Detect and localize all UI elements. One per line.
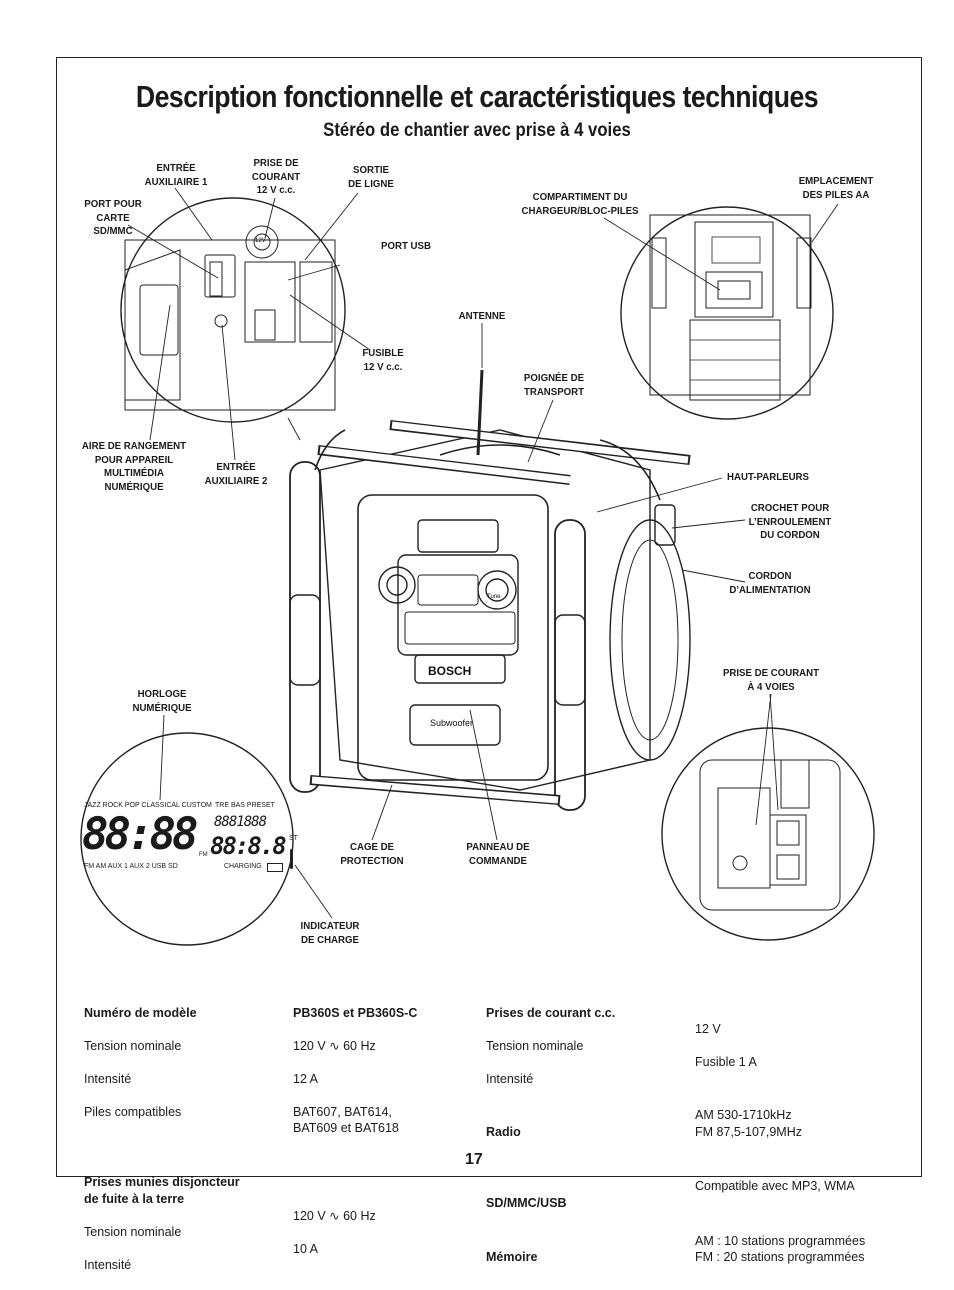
radio-illustration: [80, 187, 875, 946]
callout-panneau: PANNEAU DE COMMANDE: [466, 841, 530, 867]
lcd-frequency: 88:8.8: [210, 832, 287, 860]
spec-radio-label: Radio: [486, 1125, 521, 1139]
callout-entree-aux1: ENTRÉE AUXILIAIRE 1: [144, 162, 208, 188]
spec-tension2-value: 120 V ∿ 60 Hz: [293, 1208, 376, 1223]
spec-piles-label: Piles compatibles: [84, 1104, 182, 1119]
callout-piles-aa: EMPLACEMENT DES PILES AA: [798, 175, 874, 201]
callout-port-usb: PORT USB: [381, 240, 431, 252]
lcd-clock: 88:88: [82, 809, 198, 860]
spec-sd-label: SD/MMC/USB: [486, 1195, 567, 1210]
spec-model-label: Numéro de modèle: [84, 1005, 197, 1020]
callout-cordon: CORDON D’ALIMENTATION: [729, 570, 811, 596]
spec-intensite2-label: Intensité: [84, 1257, 132, 1272]
callout-haut-parleurs: HAUT-PARLEURS: [727, 471, 809, 483]
spec-intensite-label: Intensité: [84, 1071, 132, 1086]
battery-icon: [267, 863, 283, 872]
lcd-st: ST: [289, 835, 298, 842]
page-subtitle: Stéréo de chantier avec prise à 4 voies: [323, 120, 631, 141]
callout-prise-12v: PRISE DE COURANT 12 V c.c.: [251, 157, 301, 196]
callout-horloge: HORLOGE NUMÉRIQUE: [132, 688, 192, 714]
callout-aire-rangement: AIRE DE RANGEMENT POUR APPAREIL MULTIMÉD…: [81, 440, 187, 493]
detail-circle-display: [80, 732, 294, 946]
page-title: Description fonctionnelle et caractérist…: [135, 79, 819, 114]
callout-compartiment: COMPARTIMENT DU CHARGEUR/BLOC-PILES: [521, 191, 639, 217]
spec-col4: 12 V Fusible 1 A AM 530-1710kHz FM 87,5-…: [695, 988, 895, 1282]
page-frame: [56, 57, 922, 1177]
callout-entree-aux2: ENTRÉE AUXILIAIRE 2: [204, 461, 268, 487]
detail-circle-ports: [120, 197, 346, 423]
lcd-charging: CHARGING: [224, 863, 262, 870]
spec-sd-value: Compatible avec MP3, WMA: [695, 1179, 855, 1193]
lcd-small-digits: 8881888: [214, 814, 267, 830]
callout-prise-4-voies: PRISE DE COURANT À 4 VOIES: [722, 667, 820, 693]
spec-dc-label: Prises de courant c.c.: [486, 1005, 616, 1020]
spec-dc-tension-label: Tension nominale: [486, 1038, 584, 1053]
lcd-sources: FM AM AUX 1 AUX 2 USB SD: [84, 863, 178, 870]
thermometer-icon: [290, 849, 293, 869]
spec-radio-value: AM 530-1710kHz FM 87,5-107,9MHz: [695, 1108, 802, 1139]
spec-col2: PB360S et PB360S-C 120 V ∿ 60 Hz 12 A BA…: [293, 988, 473, 1274]
spec-tension2-label: Tension nominale: [84, 1224, 182, 1239]
spec-model-value: PB360S et PB360S-C: [293, 1005, 418, 1020]
radio-body: [289, 369, 691, 811]
callout-sortie-ligne: SORTIE DE LIGNE: [348, 164, 394, 190]
spec-gfci-label: Prises munies disjoncteur de fuite à la …: [84, 1175, 240, 1206]
spec-tension-label: Tension nominale: [84, 1038, 182, 1053]
callout-cage: CAGE DE PROTECTION: [340, 841, 404, 867]
callout-port-carte: PORT POUR CARTE SD/MMC: [84, 198, 142, 237]
callout-crochet: CROCHET POUR L’ENROULEMENT DU CORDON: [748, 502, 832, 541]
spec-intensite-value: 12 A: [293, 1071, 319, 1086]
spec-intensite2-value: 10 A: [293, 1241, 319, 1256]
spec-memoire-value: AM : 10 stations programmées FM : 20 sta…: [695, 1233, 866, 1265]
spec-tension-value: 120 V ∿ 60 Hz: [293, 1038, 376, 1053]
callout-fusible: FUSIBLE 12 V c.c.: [362, 347, 404, 373]
spec-dc-tension-value: 12 V: [695, 1021, 721, 1036]
spec-col1: Numéro de modèle Tension nominale Intens…: [84, 988, 284, 1290]
page-number: 17: [465, 1151, 483, 1168]
spec-dc-intensite-label: Intensité: [486, 1071, 534, 1086]
spec-piles-value: BAT607, BAT614, BAT609 et BAT618: [293, 1104, 399, 1136]
lcd-fm: FM: [199, 852, 208, 858]
spec-dc-intensite-value: Fusible 1 A: [695, 1054, 757, 1069]
lcd-display: JAZZ ROCK POP CLASSICAL CUSTOM TRE BAS P…: [82, 802, 298, 876]
tune-label: Tune: [487, 594, 501, 600]
port-12v-label: 12V: [255, 238, 266, 244]
callout-antenne: ANTENNE: [458, 310, 506, 322]
callout-poignee: POIGNÉE DE TRANSPORT: [523, 372, 585, 398]
detail-circle-outlet: [661, 727, 875, 941]
brand-logo: BOSCH: [428, 664, 472, 678]
detail-circle-battery: [620, 206, 834, 420]
subwoofer-label: Subwoofer: [430, 718, 474, 728]
spec-col3: Prises de courant c.c. Tension nominale …: [486, 988, 686, 1282]
spec-memoire-label: Mémoire: [486, 1250, 538, 1264]
lcd-modes: JAZZ ROCK POP CLASSICAL CUSTOM: [84, 802, 212, 809]
lcd-tre-bas-preset: TRE BAS PRESET: [215, 802, 275, 809]
callout-indicateur: INDICATEUR DE CHARGE: [300, 920, 360, 946]
